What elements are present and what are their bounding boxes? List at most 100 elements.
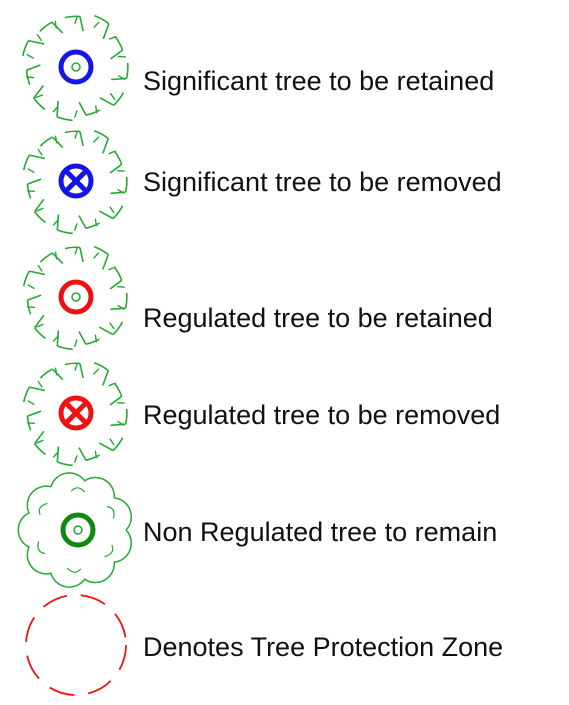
canopy-tick — [108, 35, 117, 40]
canopy-branch — [56, 214, 60, 231]
canopy-branch — [78, 101, 87, 116]
trunk-ring — [58, 279, 94, 315]
canopy-branch — [109, 163, 123, 174]
canopy-tick — [27, 422, 35, 425]
canopy-detail — [106, 505, 115, 519]
canopy-tick — [74, 130, 78, 139]
canopy-edge — [114, 383, 123, 397]
canopy-tick — [36, 323, 44, 328]
canopy-edge — [33, 443, 46, 456]
canopy-branch — [27, 294, 42, 301]
canopy-branch — [29, 386, 46, 392]
canopy-tick — [27, 306, 35, 309]
canopy-tick — [108, 266, 116, 271]
legend-item-non-regulated-remain: Non Regulated tree to remain — [0, 470, 569, 590]
canopy-edge — [114, 36, 124, 51]
trunk-ring — [58, 49, 94, 85]
canopy-edge — [22, 154, 31, 171]
canopy-tick — [74, 455, 78, 464]
canopy-tick — [117, 401, 125, 404]
significant-tree-retained-icon — [22, 15, 129, 122]
canopy-edge — [64, 130, 80, 134]
canopy-edge — [57, 461, 73, 467]
canopy-tick — [37, 380, 43, 388]
canopy-branch — [56, 100, 59, 117]
canopy-tick — [95, 105, 98, 114]
canopy-edge — [112, 205, 124, 220]
canopy-tick — [74, 362, 78, 371]
canopy-tick — [54, 20, 57, 29]
protection-zone-outline — [25, 594, 127, 696]
canopy-branch — [51, 136, 64, 149]
canopy-edge — [112, 437, 124, 452]
canopy-edge — [124, 292, 128, 309]
canopy-branch — [29, 270, 46, 276]
canopy-tick — [36, 207, 44, 212]
significant-tree-removed-icon — [22, 130, 128, 235]
canopy-tick — [117, 169, 125, 172]
canopy-tick — [26, 76, 35, 79]
canopy-tick — [117, 285, 125, 288]
tree-protection-zone-icon — [25, 594, 127, 696]
canopy-branch — [33, 430, 45, 445]
canopy-tick — [94, 218, 98, 227]
regulated-tree-removed-icon — [22, 362, 128, 467]
canopy-edge — [85, 338, 100, 345]
canopy-branch — [102, 254, 110, 270]
non-regulated-tree-remain-icon — [17, 472, 133, 588]
trunk-ring — [58, 163, 94, 199]
canopy-edge — [93, 130, 109, 140]
legend-label: Regulated tree to be retained — [143, 303, 493, 333]
canopy-edge — [57, 229, 73, 235]
canopy-tick — [117, 304, 125, 310]
legend-label: Regulated tree to be removed — [143, 400, 501, 430]
canopy-detail — [66, 567, 82, 573]
trunk-centre — [71, 62, 81, 72]
remove-cross — [63, 168, 89, 194]
legend-label: Non Regulated tree to remain — [143, 517, 498, 547]
canopy-tick — [52, 105, 59, 113]
canopy-branch — [79, 131, 84, 147]
trunk-centre — [73, 525, 83, 535]
canopy-branch — [79, 247, 84, 263]
canopy-outline — [17, 472, 133, 588]
canopy-branch — [78, 215, 87, 229]
canopy-edge — [114, 151, 123, 165]
canopy-branch — [28, 39, 45, 45]
canopy-tick — [27, 168, 35, 174]
canopy-edge — [22, 386, 31, 403]
trunk-ring — [58, 395, 94, 431]
canopy-tick — [117, 55, 126, 58]
canopy-detail — [70, 487, 86, 493]
canopy-edge — [94, 15, 110, 25]
canopy-edge — [39, 252, 53, 263]
canopy-tick — [74, 339, 78, 348]
legend-item-regulated-removed: Regulated tree to be removed — [0, 350, 569, 470]
canopy-edge — [33, 97, 46, 110]
canopy-edge — [56, 116, 73, 122]
canopy-branch — [56, 330, 60, 347]
canopy-tick — [36, 33, 43, 42]
canopy-branch — [29, 154, 46, 160]
canopy-edge — [93, 362, 109, 372]
canopy-tick — [109, 438, 115, 446]
canopy-branch — [79, 363, 84, 379]
legend-label: Significant tree to be removed — [143, 167, 502, 197]
canopy-tick — [92, 252, 100, 259]
canopy-tick — [74, 223, 78, 232]
canopy-tick — [54, 251, 58, 260]
canopy-tick — [36, 439, 44, 444]
canopy-tick — [117, 74, 126, 81]
legend-item-significant-retained: Significant tree to be retained — [0, 0, 569, 122]
canopy-edge — [33, 327, 46, 340]
canopy-tick — [52, 335, 60, 342]
canopy-edge — [93, 246, 109, 256]
trunk-ring — [60, 512, 96, 548]
canopy-branch — [98, 210, 114, 220]
canopy-detail — [104, 544, 114, 558]
canopy-branch — [33, 314, 45, 329]
canopy-tick — [117, 420, 125, 426]
canopy-branch — [102, 23, 110, 40]
canopy-edge — [64, 362, 80, 366]
